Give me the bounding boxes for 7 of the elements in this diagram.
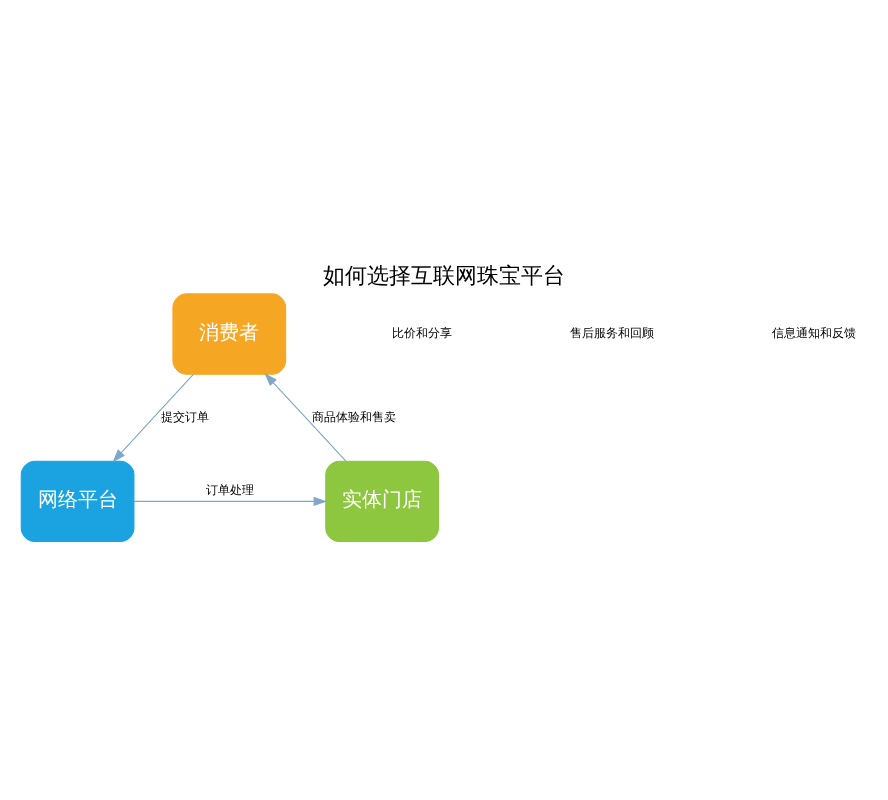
arrow	[264, 372, 347, 461]
node-box: 实体门店	[325, 459, 439, 542]
diagram-title: 如何选择互联网珠宝平台	[323, 261, 565, 288]
arrow	[133, 495, 327, 506]
arrow	[112, 372, 194, 462]
node-box: 网络平台	[20, 459, 135, 542]
node-box: 消费者	[172, 292, 287, 374]
